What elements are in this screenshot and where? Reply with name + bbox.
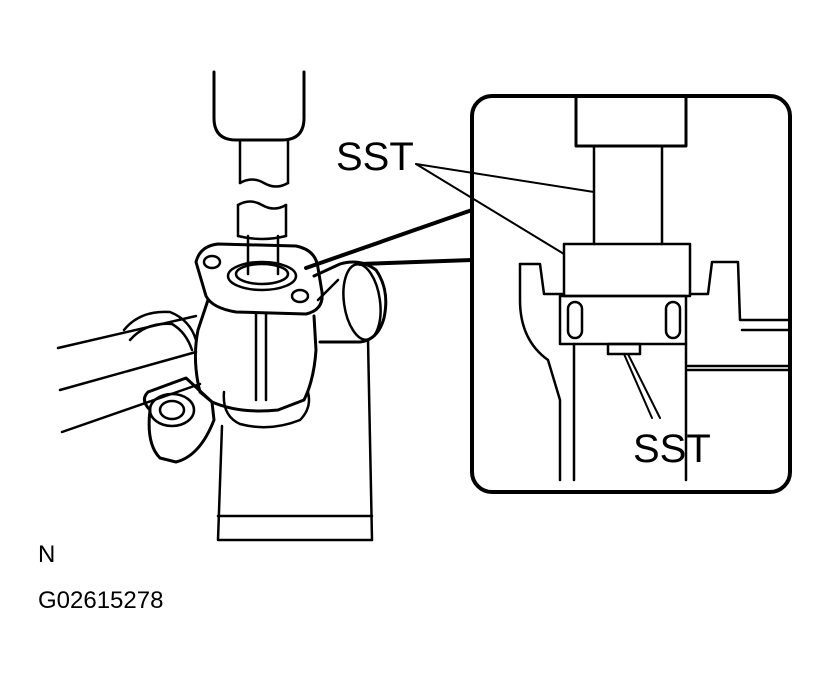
sst-label-upper: SST xyxy=(336,135,414,179)
callout-lines xyxy=(304,208,474,270)
figure-code: G02615278 xyxy=(38,587,163,614)
leader-lines xyxy=(415,163,661,419)
detail-box xyxy=(470,94,792,494)
housing-flange xyxy=(194,242,324,316)
orientation-label: N xyxy=(38,541,55,568)
sst-shaft xyxy=(236,200,288,276)
support-stand xyxy=(216,338,374,542)
sst-label-lower: SST xyxy=(633,427,711,471)
valve-body xyxy=(193,298,318,429)
mounting-bracket xyxy=(143,376,216,464)
press-ram xyxy=(212,70,306,188)
rack-tube xyxy=(56,310,202,434)
side-port xyxy=(312,260,388,344)
